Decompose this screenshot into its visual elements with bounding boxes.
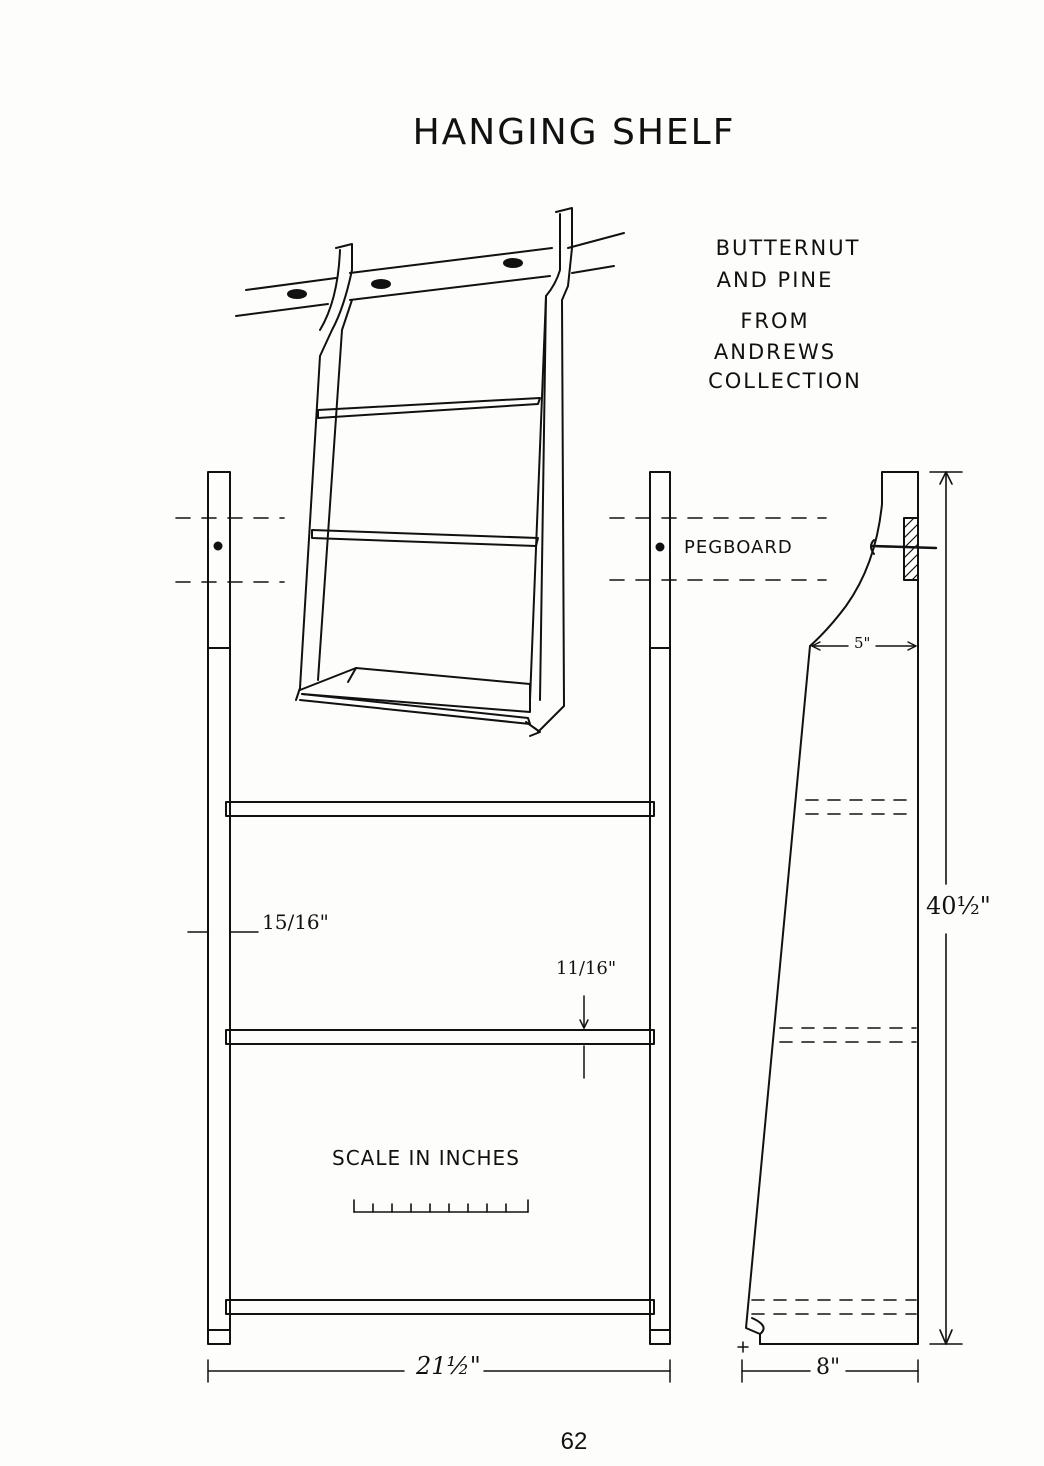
front-elevation	[176, 472, 826, 1382]
scale-bar	[354, 1200, 528, 1212]
perspective-sketch	[236, 208, 624, 736]
side-elevation	[738, 472, 962, 1382]
